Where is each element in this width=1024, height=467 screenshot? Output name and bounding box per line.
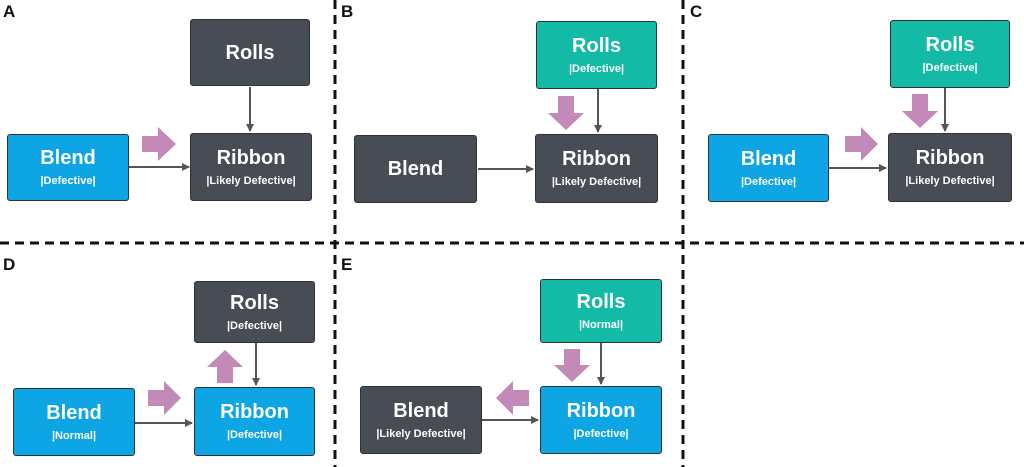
node-title: Ribbon [566,399,636,422]
influence-arrow-right-icon [142,127,176,161]
node-status: |Defective| [226,319,283,332]
node-title: Blend [46,401,102,424]
node-status: |Defective| [922,61,978,74]
panel-label-e: E [341,255,353,274]
node-status: |Normal| [578,318,624,331]
panel-c-ribbon-box: Ribbon |Likely Defective| [888,133,1012,202]
panel-d-rolls-box: Rolls |Defective| [194,281,315,343]
node-status: |Normal| [51,429,97,442]
node-status: |Likely Defective| [376,427,466,440]
node-title: Rolls [225,41,275,64]
panel-b-ribbon-box: Ribbon |Likely Defective| [535,134,658,203]
node-title: Ribbon [216,146,286,169]
panel-a-ribbon-box: Ribbon |Likely Defective| [190,133,312,201]
panel-c-rolls-box: Rolls |Defective| [890,20,1010,88]
node-status: |Defective| [740,175,797,188]
panel-b-rolls-box: Rolls |Defective| [536,21,657,89]
influence-arrow-down-icon [554,349,590,382]
node-title: Rolls [576,290,626,313]
panel-a-blend-box: Blend |Defective| [7,134,129,201]
node-status: |Likely Defective| [905,175,995,187]
node-title: Ribbon [220,401,289,423]
influence-arrow-right-icon [845,127,878,161]
node-status: |Defective| [40,175,96,187]
panel-e-ribbon-box: Ribbon |Defective| [540,386,662,454]
panel-label-d: D [3,255,16,274]
panel-b-blend-box: Blend [354,135,477,203]
node-title: Blend [40,147,96,169]
node-title: Rolls [230,291,279,314]
node-status: |Defective| [568,62,625,75]
node-title: Rolls [925,33,975,56]
node-status: |Likely Defective| [206,174,296,187]
panel-e-rolls-box: Rolls |Normal| [540,279,662,343]
panel-label-c: C [690,2,703,21]
node-title: Ribbon [562,148,631,170]
node-title: Blend [740,147,797,170]
panel-label-b: B [341,2,354,21]
influence-arrow-up-icon [207,350,243,383]
influence-arrow-down-icon [548,96,584,130]
node-title: Blend [393,399,449,422]
node-status: |Likely Defective| [551,176,642,188]
node-title: Ribbon [915,147,985,169]
node-status: |Defective| [573,427,629,440]
panel-e-blend-box: Blend |Likely Defective| [360,386,482,454]
influence-arrow-right-icon [148,381,181,415]
panel-label-a: A [3,2,16,21]
panel-d-blend-box: Blend |Normal| [13,388,135,456]
panel-c-blend-box: Blend |Defective| [708,134,829,202]
influence-arrow-left-icon [496,381,529,415]
node-title: Rolls [572,34,621,57]
node-title: Blend [387,158,444,180]
panel-a-rolls-box: Rolls [190,19,310,86]
panel-d-ribbon-box: Ribbon |Defective| [194,387,315,456]
influence-arrow-down-icon [902,94,938,128]
node-status: |Defective| [226,429,283,441]
